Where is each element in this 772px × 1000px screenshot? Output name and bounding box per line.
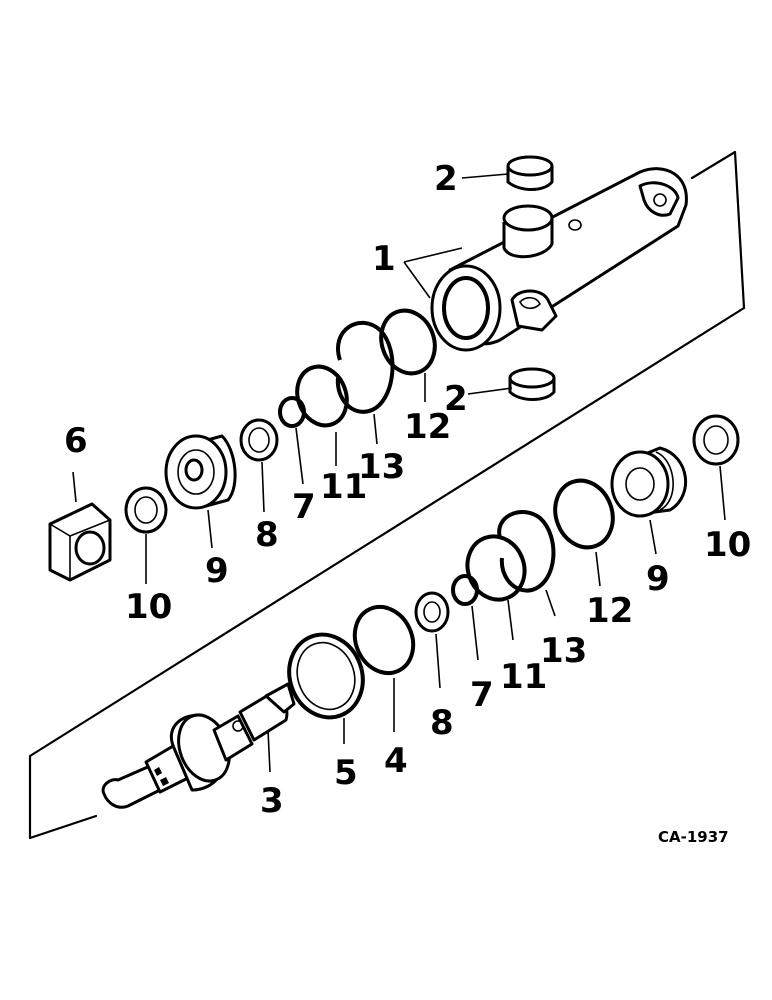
label-10-left: 10 (125, 587, 172, 627)
label-11-lower: 11 (500, 657, 547, 697)
ring-4 (352, 604, 416, 676)
ring-7-upper (278, 396, 306, 428)
label-2-bottom: 2 (444, 379, 468, 419)
seal-10-left (124, 486, 168, 534)
label-2-top: 2 (434, 159, 458, 199)
label-9-left: 9 (205, 551, 229, 591)
seal-10-right (692, 414, 740, 466)
label-13-upper: 13 (358, 447, 405, 487)
label-6: 6 (64, 421, 88, 461)
split-ring-13-upper (335, 320, 395, 414)
gland-9-right (610, 446, 687, 518)
ring-7-lower (451, 574, 479, 606)
bushing-top (506, 155, 554, 191)
label-7-lower: 7 (470, 675, 494, 715)
leader-lines (72, 173, 726, 773)
split-ring-13-lower (497, 510, 556, 593)
ring-11-lower (465, 534, 527, 602)
label-11-upper: 11 (320, 467, 367, 507)
cylinder-body (430, 167, 688, 352)
gland-9-left (164, 434, 237, 510)
piston-seal-5 (287, 632, 365, 720)
callout-labels: 1 2 2 12 13 11 7 8 9 10 6 10 9 12 13 11 … (64, 159, 751, 821)
label-13-lower: 13 (540, 631, 587, 671)
bushing-bottom (508, 367, 556, 401)
label-7-upper: 7 (292, 487, 316, 527)
ring-11-upper (295, 364, 349, 428)
label-1: 1 (372, 239, 396, 279)
label-12-lower: 12 (586, 591, 633, 631)
clevis-block-6 (48, 502, 112, 582)
washer-8-upper (239, 418, 279, 462)
label-5: 5 (334, 753, 358, 793)
drawing-code: CA-1937 (658, 828, 729, 846)
washer-8-lower (414, 591, 450, 633)
group-frame (28, 150, 746, 840)
label-9-right: 9 (646, 559, 670, 599)
label-3: 3 (260, 781, 284, 821)
ring-12-lower (553, 478, 615, 550)
label-8-lower: 8 (430, 703, 454, 743)
label-10-right: 10 (704, 525, 751, 565)
ring-12-upper (379, 308, 437, 376)
label-8-upper: 8 (255, 515, 279, 555)
label-4: 4 (384, 741, 408, 781)
label-12-upper: 12 (404, 407, 451, 447)
piston-rod-3 (101, 682, 296, 809)
